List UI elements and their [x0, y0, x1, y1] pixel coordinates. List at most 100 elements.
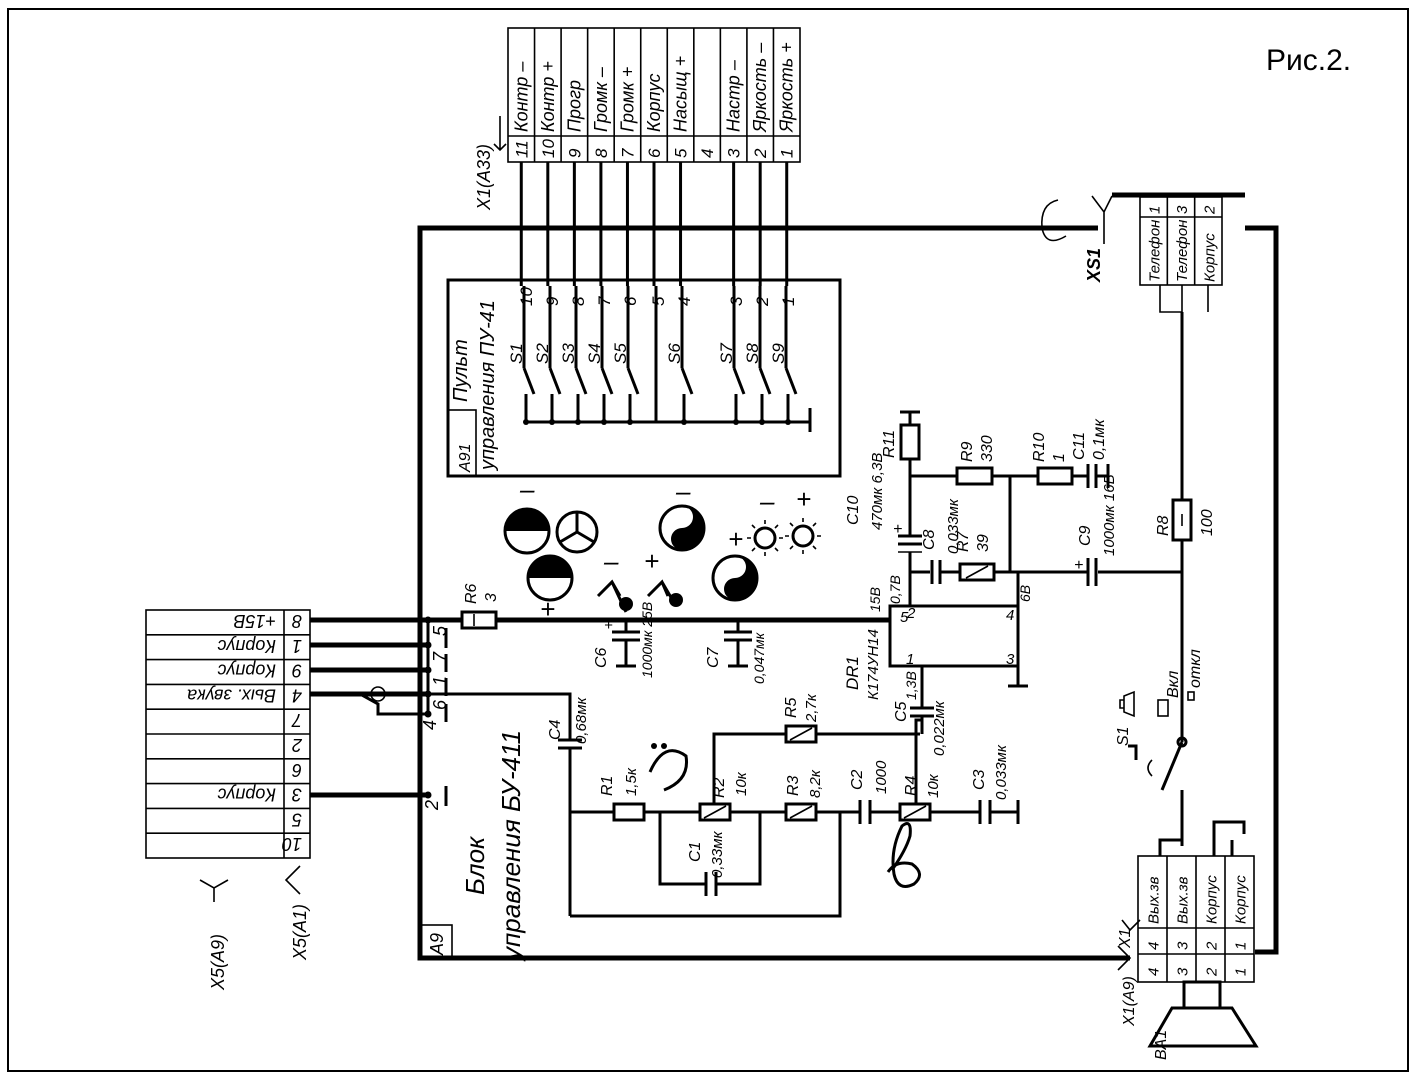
pu41-switch-contact: [600, 367, 614, 395]
pu41-switch-contact: [626, 367, 640, 395]
pu41-switch-contact: [758, 367, 772, 395]
xs1-pin-label: Телефон: [1174, 220, 1191, 282]
r3-resistor: R3 8,2к: [784, 769, 824, 822]
dr1-v1: 1,3В: [903, 671, 919, 700]
bass-icon: [648, 743, 689, 792]
x5-row-number: 6: [291, 760, 302, 780]
r11-name: R11: [881, 430, 898, 458]
c11-capacitor: C11 0,1мк: [1071, 418, 1110, 488]
x5-row-number: 2: [292, 735, 303, 755]
c9-capacitor: + C9 1000мк 16В: [1074, 474, 1118, 586]
c2-name: C2: [849, 769, 866, 790]
pu41-switch-contact: [680, 367, 694, 395]
dr1-v4: 6В: [1017, 585, 1033, 602]
a33-pin-number: 11: [512, 140, 531, 158]
c8-name: C8: [921, 529, 938, 550]
a33-pin-label: Контр –: [511, 61, 531, 132]
pu41-switch-name: S7: [717, 343, 736, 364]
x1-pin-number-top: 4: [1146, 942, 1163, 950]
x5-audio-wire: [310, 692, 428, 716]
x1-pin-label: Корпус: [1204, 875, 1221, 924]
dr1-ic: 5 2 4 1 3 DR1 К174УН14 15В 0,7В 6В 1,3В: [843, 575, 1033, 700]
a33-pin-label: Насыщ +: [671, 56, 691, 132]
r2-value: 10к: [733, 771, 750, 796]
c2-capacitor: C2 1000: [849, 760, 890, 824]
brightness-icon: – +: [747, 484, 821, 556]
c2-value: 1000: [873, 760, 890, 794]
a91-tag: A91: [457, 444, 474, 473]
xs1-pin-number: 3: [1174, 205, 1191, 214]
x5-plug-icon: [199, 879, 229, 902]
a91-title-line2: управления ПУ-41: [477, 300, 499, 472]
pu41-switch-name: S8: [743, 343, 762, 364]
x5-wires: [310, 642, 428, 798]
r8-name: R8: [1155, 515, 1172, 536]
c7-name: C7: [705, 646, 722, 668]
r10-resistor: R10 1: [1031, 433, 1074, 486]
x1-a33-wires: [519, 162, 789, 286]
r9-name: R9: [959, 441, 976, 462]
x5-row-label: Вых. звука: [187, 685, 276, 705]
r9-value: 330: [979, 435, 996, 462]
xs1-pin-number: 1: [1147, 206, 1164, 214]
a33-pin-label: Настр –: [724, 59, 744, 132]
r1-value: 1,5к: [623, 767, 640, 796]
xs1-loop-icon: [1041, 199, 1067, 242]
s1-off-box: [1187, 691, 1195, 701]
x1-pin-number-bottom: 4: [1146, 968, 1163, 976]
svg-text:+: +: [604, 617, 613, 634]
x1-pin-label: Корпус: [1233, 875, 1250, 924]
r5-value: 2,7к: [803, 693, 820, 723]
r10-name: R10: [1031, 433, 1048, 462]
c4-name: C4: [547, 719, 564, 740]
c5-capacitor: C5 0,022мк: [893, 666, 948, 756]
tone-return-wire: [570, 812, 842, 918]
brightness-minus: –: [759, 486, 775, 516]
c6-capacitor: + C6 1000мк 25В: [593, 602, 655, 678]
s1-on-box: [1157, 699, 1169, 717]
pu41-pin-number: 9: [543, 296, 562, 306]
x5-row-label: +15В: [233, 611, 276, 631]
r1-resistor: R1 1,5к: [599, 767, 646, 822]
x5-a1-ref: X5(A1): [290, 904, 310, 961]
right-bus-wire: [1245, 225, 1279, 955]
ba1-ref: BA1: [1153, 1030, 1170, 1060]
s1-power-switch: S1 Вкл откл: [1115, 649, 1204, 846]
a9-block: A9 Блок управления БУ-411: [417, 225, 1130, 962]
pu41-pin-number: 2: [753, 296, 772, 307]
x1-pin-number-top: 1: [1233, 942, 1250, 950]
a9-input-pin: 4: [420, 720, 440, 730]
a33-pin-number: 4: [698, 149, 717, 158]
a33-pin-label: Яркость –: [750, 42, 770, 133]
a33-pin-label: Громк –: [591, 66, 611, 132]
brightness-plus: +: [796, 484, 811, 514]
x1-a33-arrow: [493, 116, 507, 152]
r2-name: R2: [711, 777, 728, 798]
pu41-switch-name: S6: [665, 343, 684, 364]
r6-value: 3: [483, 593, 500, 602]
volume-minus: –: [603, 546, 619, 576]
saturation-plus: –: [675, 476, 691, 506]
contrast-icon: – +: [503, 474, 574, 624]
x5-row-label: Корпус: [217, 785, 276, 805]
saturation-icon: – +: [658, 476, 759, 602]
c10-value: 470мк 6,3В: [869, 453, 886, 530]
ba1-speaker: BA1: [1147, 980, 1259, 1060]
r6-name: R6: [463, 583, 480, 604]
x5-row-label: Корпус: [217, 661, 276, 681]
dr1-pin4: 4: [1006, 607, 1014, 624]
r4-name: R4: [903, 775, 920, 796]
pu41-pin-number: 3: [727, 296, 746, 306]
dr1-v2: 0,7В: [887, 575, 903, 604]
a33-pin-label: Корпус: [644, 73, 664, 132]
dr1-type: К174УН14: [865, 629, 882, 700]
c1-name: C1: [687, 842, 704, 862]
treble-clef-icon: [886, 822, 921, 888]
x1-a33-ref: X1(A33): [474, 144, 494, 211]
a33-pin-number: 7: [618, 148, 637, 158]
x1-ref: X1: [1117, 928, 1134, 949]
svg-text:+: +: [1074, 557, 1083, 574]
c5-name: C5: [893, 701, 910, 722]
